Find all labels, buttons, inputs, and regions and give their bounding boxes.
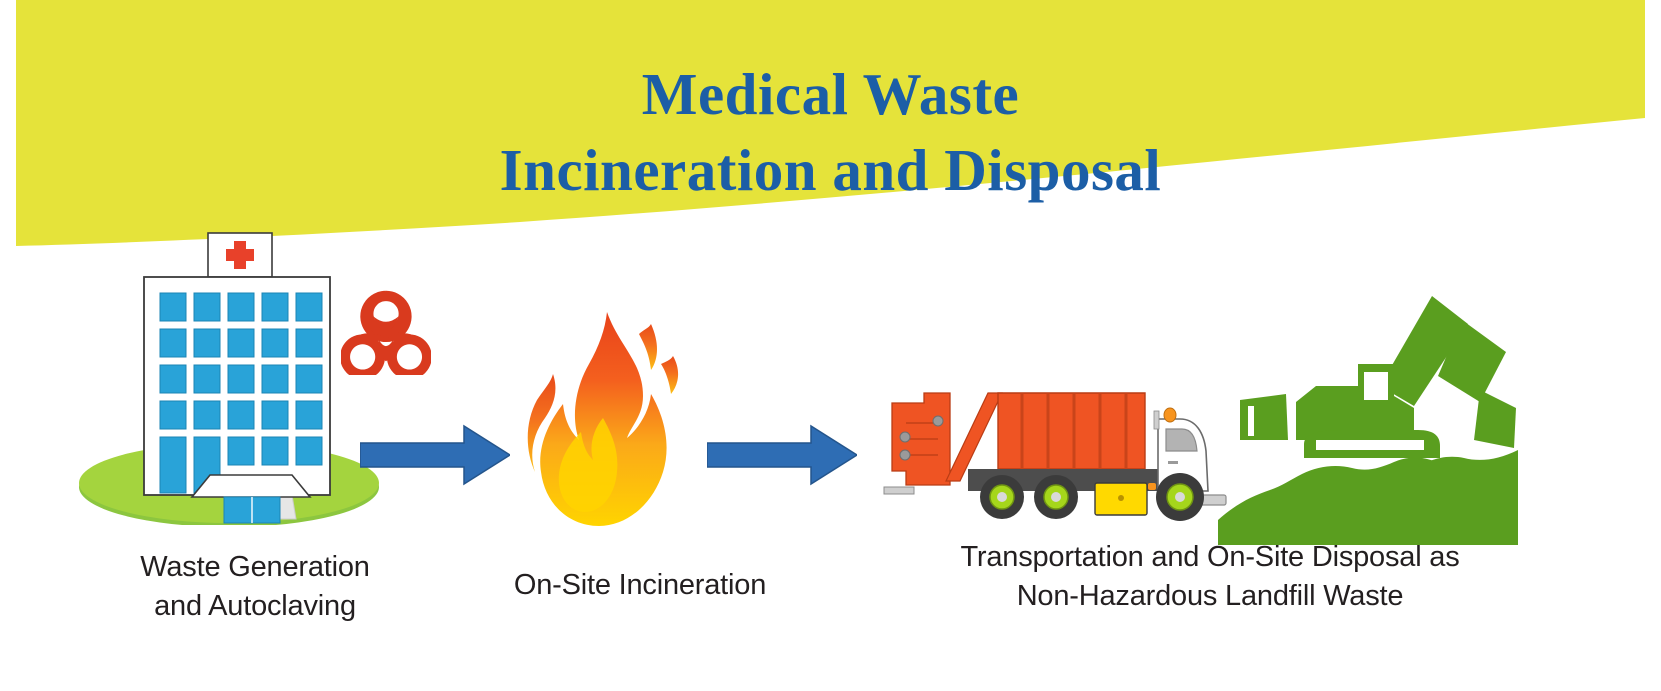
- exhaust-stack: [1153, 410, 1160, 430]
- beacon-light: [1163, 407, 1177, 423]
- title-line-1: Medical Waste: [641, 61, 1020, 127]
- flame-tongue-left: [527, 374, 556, 472]
- cab-window-cut: [1364, 372, 1388, 400]
- body-ribs: [1020, 394, 1128, 468]
- marker-light: [1148, 483, 1156, 490]
- biohazard-icon: [340, 283, 432, 380]
- step-1-illustration: [72, 225, 432, 530]
- arrow-1-step1-to-step2: [359, 424, 512, 491]
- packer-arm: [945, 392, 1003, 482]
- tail-pivots: [899, 415, 944, 461]
- entrance-canopy: [190, 474, 312, 498]
- truck-wheels: [980, 473, 1204, 521]
- flame-core: [558, 418, 618, 512]
- title-line-2: Incineration and Disposal: [499, 137, 1162, 203]
- arrow-shape: [359, 424, 512, 486]
- red-cross-icon: [226, 241, 254, 269]
- caption-step-3: Transportation and On-Site Disposal as N…: [960, 541, 1460, 612]
- cab-door-handle: [1168, 461, 1178, 464]
- excavator-dipper: [1438, 320, 1506, 402]
- step-2-illustration: [523, 300, 693, 535]
- caption-step-1: Waste Generation and Autoclaving: [140, 551, 370, 622]
- garbage-truck-icon: [880, 385, 1230, 535]
- rear-step: [883, 486, 915, 495]
- flame-tongue-right-1: [639, 324, 657, 370]
- caption-step-2: On-Site Incineration: [513, 569, 767, 601]
- toolbox-latch: [1118, 495, 1124, 501]
- window-grid: [159, 292, 323, 430]
- excavator-bucket: [1474, 390, 1516, 448]
- counterweight-notch: [1248, 406, 1254, 436]
- arrow-shape: [706, 424, 859, 486]
- arrow-2-step2-to-step3: [706, 424, 859, 491]
- truck-body: [997, 392, 1146, 470]
- page-title: Medical Waste Incineration and Disposal: [0, 56, 1661, 208]
- flame-tongue-right-2: [661, 356, 679, 394]
- excavator-boom: [1380, 296, 1468, 406]
- landfill-mound-rear: [1406, 450, 1518, 486]
- tail-detail: [906, 422, 938, 456]
- counterweight: [1240, 394, 1288, 440]
- cab-window: [1165, 428, 1198, 452]
- track-cut: [1316, 440, 1424, 450]
- excavator-landfill-icon: [1218, 290, 1518, 550]
- ground-floor-windows: [159, 436, 323, 494]
